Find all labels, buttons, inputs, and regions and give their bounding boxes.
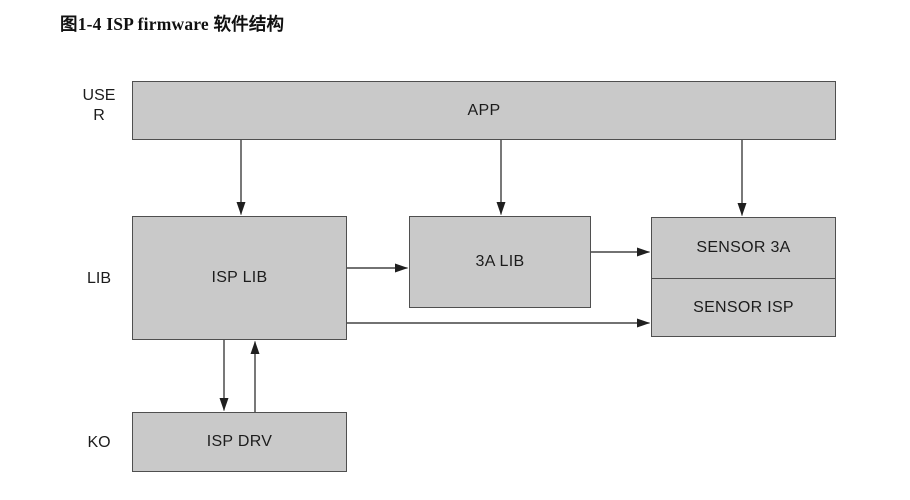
node-sensor-isp: SENSOR ISP xyxy=(651,279,836,337)
node-isp-drv: ISP DRV xyxy=(132,412,347,472)
node-isp-lib: ISP LIB xyxy=(132,216,347,340)
layer-label-lib: LIB xyxy=(86,270,111,287)
layer-label-ko: KO xyxy=(87,434,111,451)
node-3a-lib: 3A LIB xyxy=(409,216,591,308)
node-app: APP xyxy=(132,81,836,140)
figure-caption: 图1-4 ISP firmware 软件结构 xyxy=(60,14,285,34)
node-sensor-3a: SENSOR 3A xyxy=(651,217,836,279)
layer-label-user: USER xyxy=(82,87,116,124)
